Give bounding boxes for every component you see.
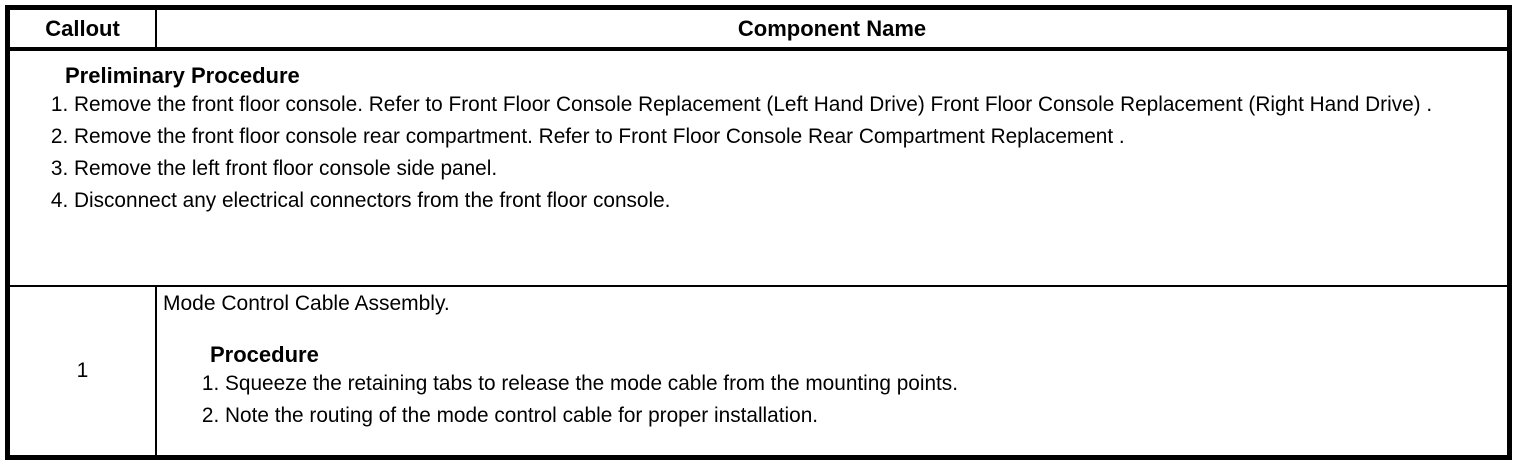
table-header-row: Callout Component Name bbox=[10, 10, 1507, 51]
preliminary-procedure-title: Preliminary Procedure bbox=[65, 63, 300, 88]
component-callout-table: Callout Component Name Preliminary Proce… bbox=[5, 5, 1512, 460]
callout-column-header: Callout bbox=[10, 10, 157, 47]
list-item: Remove the front floor console. Refer to… bbox=[74, 89, 1503, 121]
component-name: Mode Control Cable Assembly. bbox=[163, 292, 450, 315]
component-cell: Mode Control Cable Assembly. Procedure S… bbox=[157, 287, 1507, 455]
list-item: Disconnect any electrical connectors fro… bbox=[74, 185, 1503, 217]
component-name-column-header: Component Name bbox=[737, 15, 927, 41]
preliminary-procedure-steps-list: Remove the front floor console. Refer to… bbox=[10, 89, 1507, 217]
procedure-title: Procedure bbox=[210, 342, 319, 367]
list-item: Squeeze the retaining tabs to release th… bbox=[225, 368, 1503, 400]
preliminary-procedure-section: Preliminary Procedure Remove the front f… bbox=[10, 51, 1507, 287]
list-item: Remove the front floor console rear comp… bbox=[74, 121, 1503, 153]
list-item: Note the routing of the mode control cab… bbox=[225, 400, 1503, 432]
procedure-steps-list: Squeeze the retaining tabs to release th… bbox=[163, 368, 1507, 432]
list-item: Remove the left front floor console side… bbox=[74, 153, 1503, 185]
table-row: 1 Mode Control Cable Assembly. Procedure… bbox=[10, 287, 1507, 455]
callout-number: 1 bbox=[10, 287, 157, 455]
